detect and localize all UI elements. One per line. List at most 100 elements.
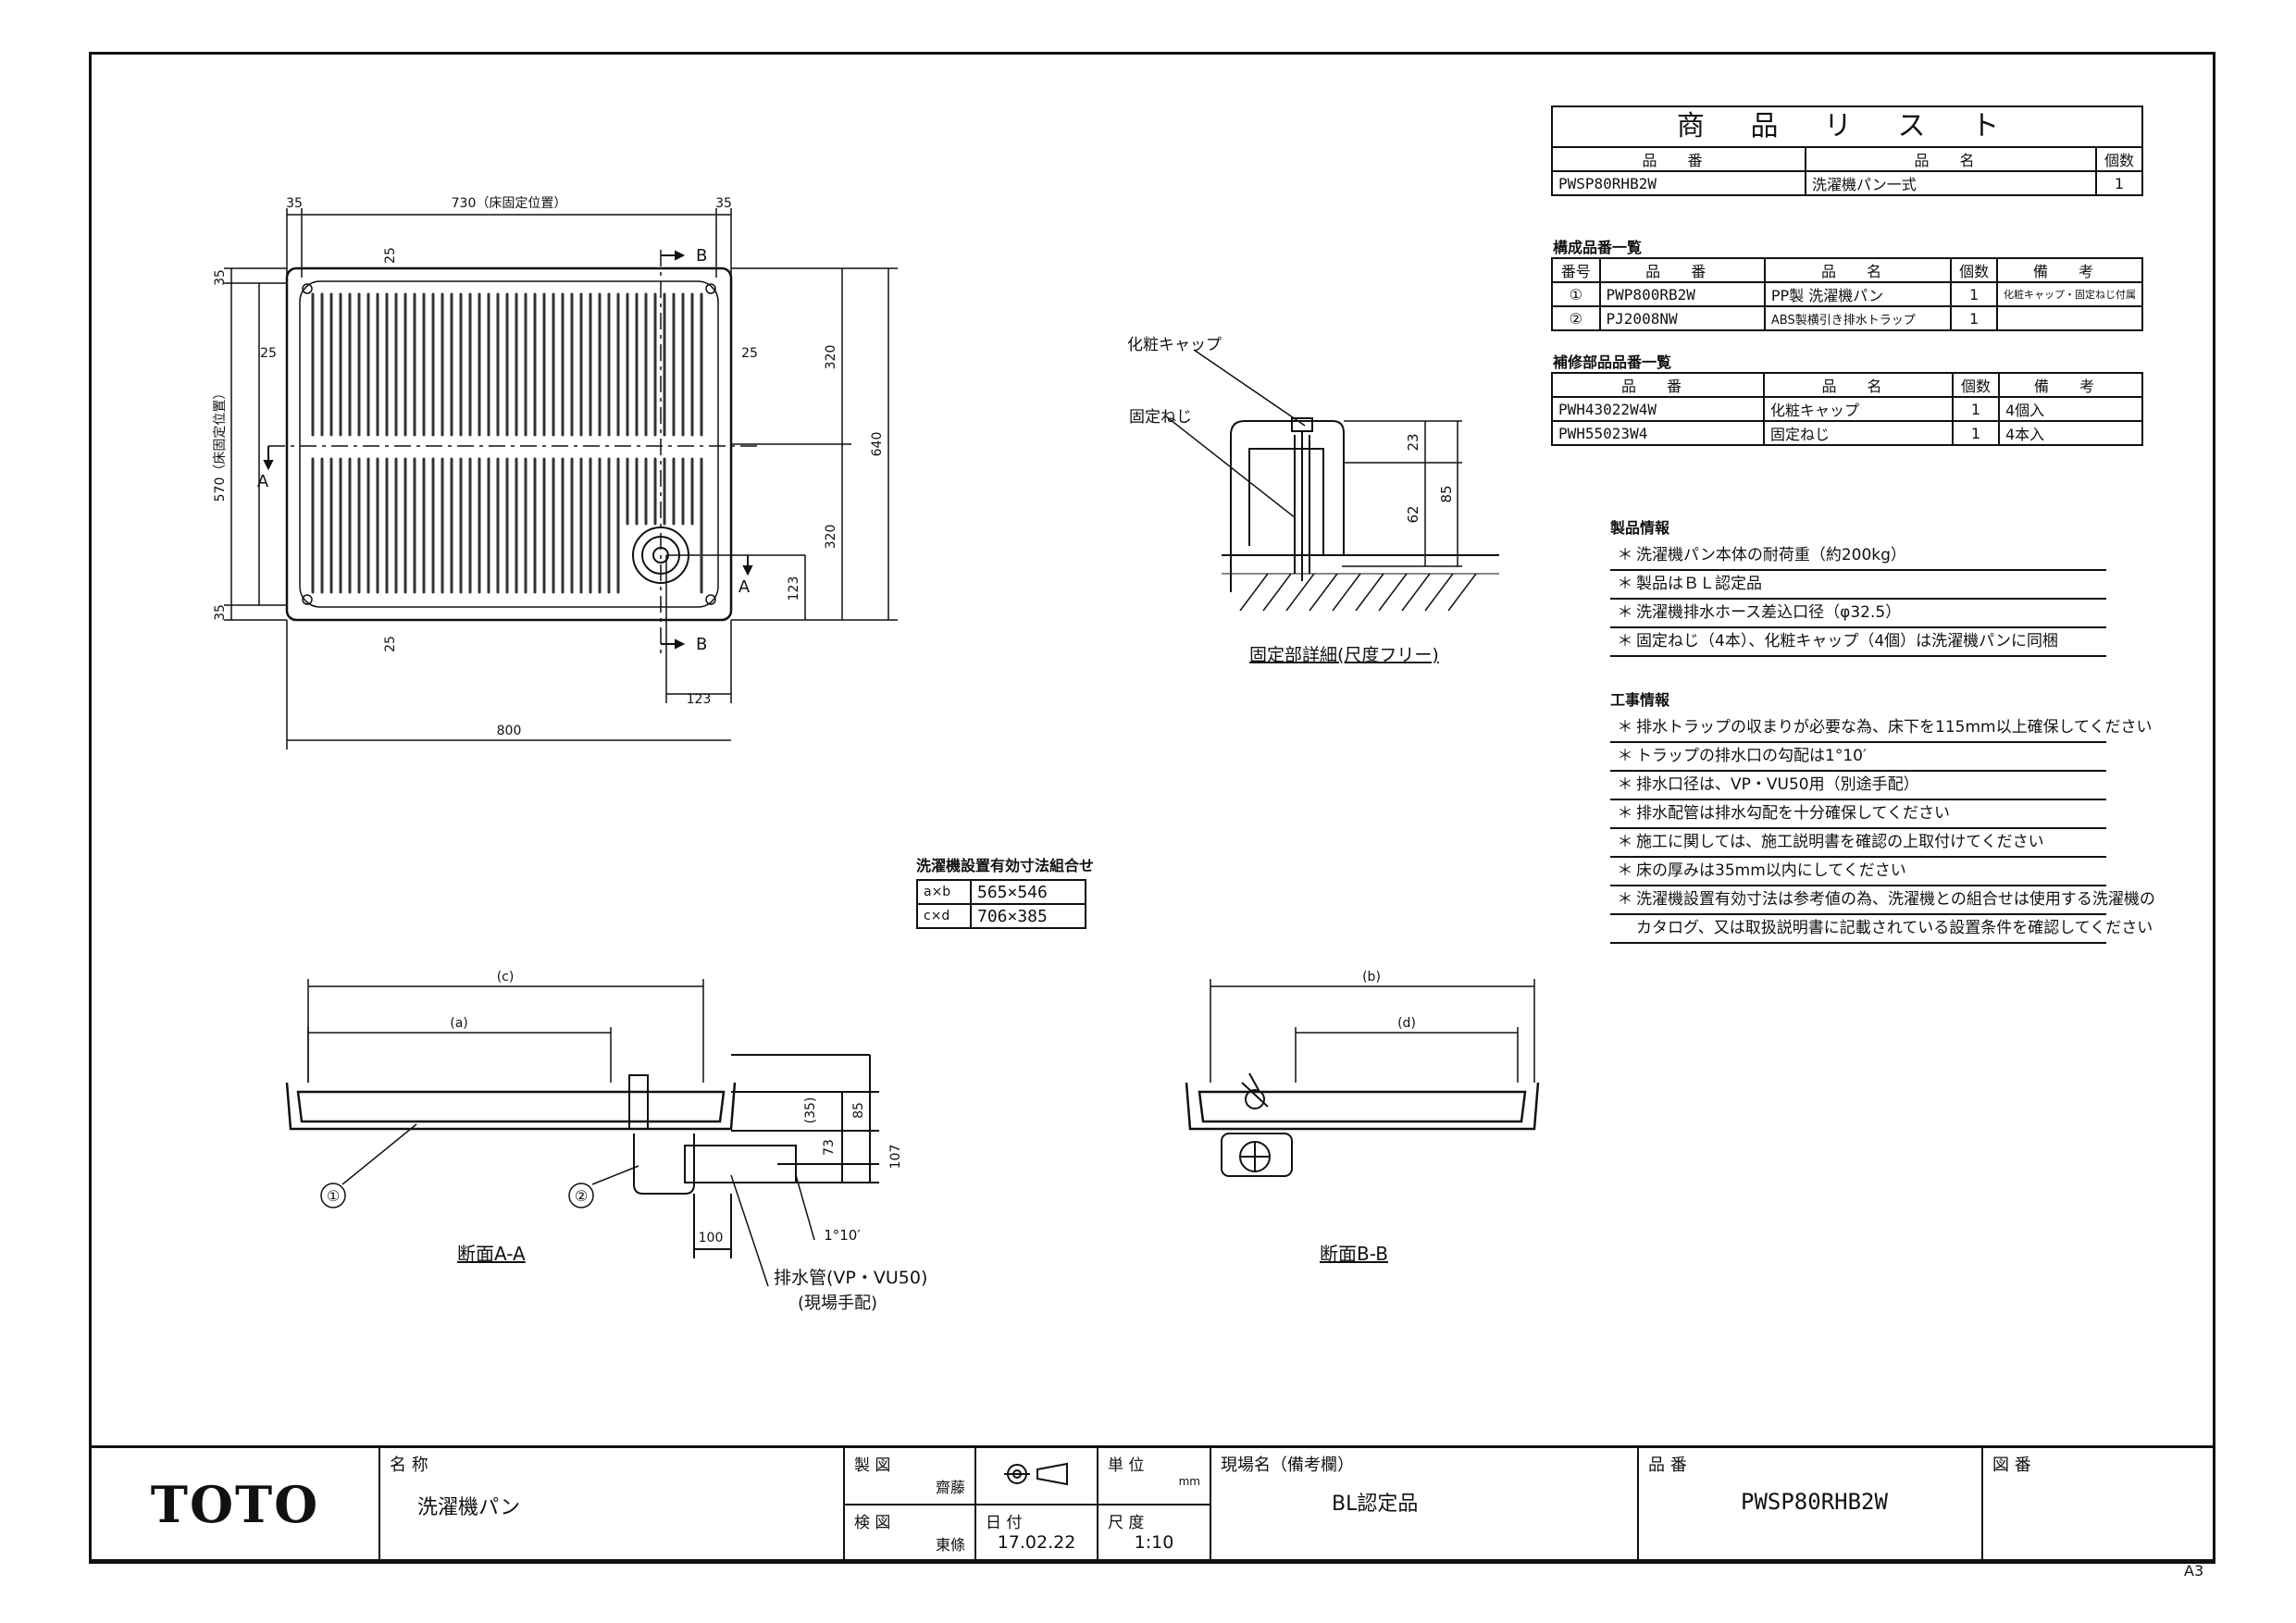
name-value: 洗濯機パン (417, 1496, 521, 1519)
components-title: 構成品番一覧 (1553, 239, 1643, 256)
list-item: ＊洗濯機排水ホース差込口径（φ32.5） (1610, 600, 2106, 628)
components-header-no: 番号 (1551, 257, 1601, 283)
repair-parts-table: 品 番 品 名 個数 備 考 PWH43022W4W 化粧キャップ 1 4個入 … (1551, 372, 2143, 446)
bb-dim-d: (d) (1397, 1016, 1416, 1031)
dim-left-top: 35 (213, 269, 228, 286)
drawing-no-label: 図 番 (1992, 1456, 2031, 1475)
aa-slope: 1°10′ (824, 1227, 861, 1244)
dim-inner-25-right: 25 (741, 346, 758, 361)
site-label: 現場名（備考欄） (1221, 1456, 1354, 1475)
aa-dim-100: 100 (699, 1231, 724, 1245)
work-info-item: 排水配管は排水勾配を十分確保してください (1636, 804, 1950, 823)
aa-pipe-label: 排水管(VP・VU50) (774, 1268, 927, 1288)
dim-bottom-123: 123 (687, 692, 712, 707)
product-list-qty: 1 (2095, 170, 2143, 196)
work-info-item: 施工に関しては、施工説明書を確認の上取付けてください (1636, 833, 2044, 851)
work-info: 工事情報 ＊排水トラップの収まりが必要な為、床下を115mm以上確保してください… (1610, 687, 2155, 944)
title-block: TOTO 名 称 洗濯機パン 製 図 齋藤 単 位 mm 現場名（備考欄） (89, 1445, 2215, 1564)
checked-by: 東條 (935, 1536, 965, 1554)
components-header-name: 品 名 (1763, 257, 1953, 283)
effective-dims: 洗濯機設置有効寸法組合せ a×b 565×546 c×d 706×385 (916, 853, 1094, 929)
product-info-item: 洗濯機パン本体の耐荷重（約200kg） (1636, 546, 1906, 564)
drawn-label: 製 図 (854, 1456, 891, 1475)
product-info-title: 製品情報 (1610, 519, 1670, 537)
product-list-header-qty: 個数 (2095, 146, 2143, 172)
unit-label: 単 位 (1108, 1456, 1145, 1475)
repair-header-note: 備 考 (1998, 372, 2143, 398)
dim-top-left: 35 (286, 196, 303, 211)
logo-cell: TOTO (89, 1445, 380, 1564)
repair-header-qty: 個数 (1952, 372, 2000, 398)
repair-header-code: 品 番 (1551, 372, 1765, 398)
dim-inner-25-top: 25 (383, 247, 398, 264)
dim-top-right: 35 (715, 196, 732, 211)
repair-header-name: 品 名 (1763, 372, 1954, 398)
list-item: ＊トラップの排水口の勾配は1°10′ (1610, 743, 2106, 772)
aa-dim-107: 107 (888, 1145, 903, 1170)
repair-qty: 1 (1952, 396, 2000, 422)
product-info-item: 洗濯機排水ホース差込口径（φ32.5） (1636, 603, 1902, 622)
components-note (1996, 305, 2143, 331)
fix-dim-62: 62 (1405, 505, 1421, 523)
effective-dims-label: a×b (916, 879, 972, 905)
repair-note: 4本入 (1998, 420, 2143, 446)
effective-dims-label: c×d (916, 903, 972, 929)
effective-dims-value: 706×385 (970, 903, 1086, 929)
fix-label-cap: 化粧キャップ (1127, 336, 1222, 354)
dim-inner-25-left: 25 (260, 346, 277, 361)
toto-logo: TOTO (150, 1475, 320, 1534)
dim-right-640: 640 (870, 432, 885, 457)
product-list-header-code: 品 番 (1551, 146, 1806, 172)
product-list-name: 洗濯機パン一式 (1805, 170, 2097, 196)
table-row: c×d 706×385 (916, 903, 1086, 929)
work-info-title: 工事情報 (1610, 691, 1670, 709)
repair-code: PWH43022W4W (1551, 396, 1765, 422)
components-qty: 1 (1950, 305, 1998, 331)
section-mark-b-top: B (696, 246, 707, 266)
repair-name: 固定ねじ (1763, 420, 1954, 446)
fix-detail: 化粧キャップ 固定ねじ 23 62 85 固定部詳細(尺度フリー) (1127, 336, 1499, 665)
effective-dims-title: 洗濯機設置有効寸法組合せ (916, 857, 1095, 874)
dim-left-height: 570（床固定位置） (213, 387, 228, 502)
components-name: PP製 洗濯機パン (1763, 281, 1953, 307)
list-item: ＊排水口径は、VP・VU50用（別途手配） (1610, 772, 2106, 800)
fix-dim-23: 23 (1405, 433, 1421, 451)
table-row: ① PWP800RB2W PP製 洗濯機パン 1 化粧キャップ・固定ねじ付属 (1551, 281, 2143, 307)
fix-label-screw: 固定ねじ (1129, 408, 1192, 427)
dim-bottom-800: 800 (497, 724, 522, 738)
drawn-by: 齋藤 (935, 1479, 965, 1496)
components-header-note: 備 考 (1996, 257, 2143, 283)
bb-caption: 断面B-B (1320, 1243, 1388, 1265)
projection-symbol-icon (1004, 1462, 1068, 1485)
aa-dim-85: 85 (851, 1102, 866, 1119)
plan-view: 35 730（床固定位置） 35 35 570（床固定位置） 35 25 25 … (213, 196, 898, 750)
aa-dim-a: (a) (450, 1016, 468, 1031)
fix-dim-85: 85 (1438, 485, 1455, 502)
product-list: 商 品 リ ス ト 品 番 品 名 個数 PWSP80RHB2W 洗濯機パン一式… (1551, 105, 2143, 196)
name-label: 名 称 (390, 1456, 428, 1475)
work-info-item: 床の厚みは35mm以内にしてください (1636, 861, 1906, 880)
dim-right-320-top: 320 (824, 345, 838, 370)
callout-1: ① (327, 1187, 340, 1205)
dim-left-bottom: 35 (213, 604, 228, 621)
part-label: 品 番 (1648, 1456, 1687, 1475)
product-info: 製品情報 ＊洗濯機パン本体の耐荷重（約200kg） ＊製品はＢＬ認定品 ＊洗濯機… (1610, 514, 2106, 657)
product-info-item: 製品はＢＬ認定品 (1636, 575, 1762, 593)
table-row: a×b 565×546 (916, 879, 1086, 905)
callout-2: ② (575, 1187, 588, 1205)
date-value: 17.02.22 (997, 1532, 1076, 1553)
components-table: 番号 品 番 品 名 個数 備 考 ① PWP800RB2W PP製 洗濯機パン… (1551, 257, 2143, 331)
scale-value: 1:10 (1134, 1532, 1174, 1553)
product-list-title: 商 品 リ ス ト (1551, 105, 2143, 146)
repair-parts-title: 補修部品品番一覧 (1553, 353, 1672, 371)
list-item: ＊製品はＢＬ認定品 (1610, 571, 2106, 600)
section-aa: (c) (a) (35) 85 73 107 100 1°10′ ① ② 排水管… (285, 970, 927, 1313)
dim-right-320-bottom: 320 (824, 525, 838, 550)
part-value: PWSP80RHB2W (1741, 1489, 1888, 1515)
repair-note: 4個入 (1998, 396, 2143, 422)
checked-label: 検 図 (854, 1514, 891, 1532)
section-bb: (b) (d) 断面B-B (1185, 970, 1540, 1265)
table-row: PWH43022W4W 化粧キャップ 1 4個入 (1551, 396, 2143, 422)
section-mark-b-bottom: B (696, 635, 707, 654)
aa-dim-c: (c) (497, 970, 515, 985)
